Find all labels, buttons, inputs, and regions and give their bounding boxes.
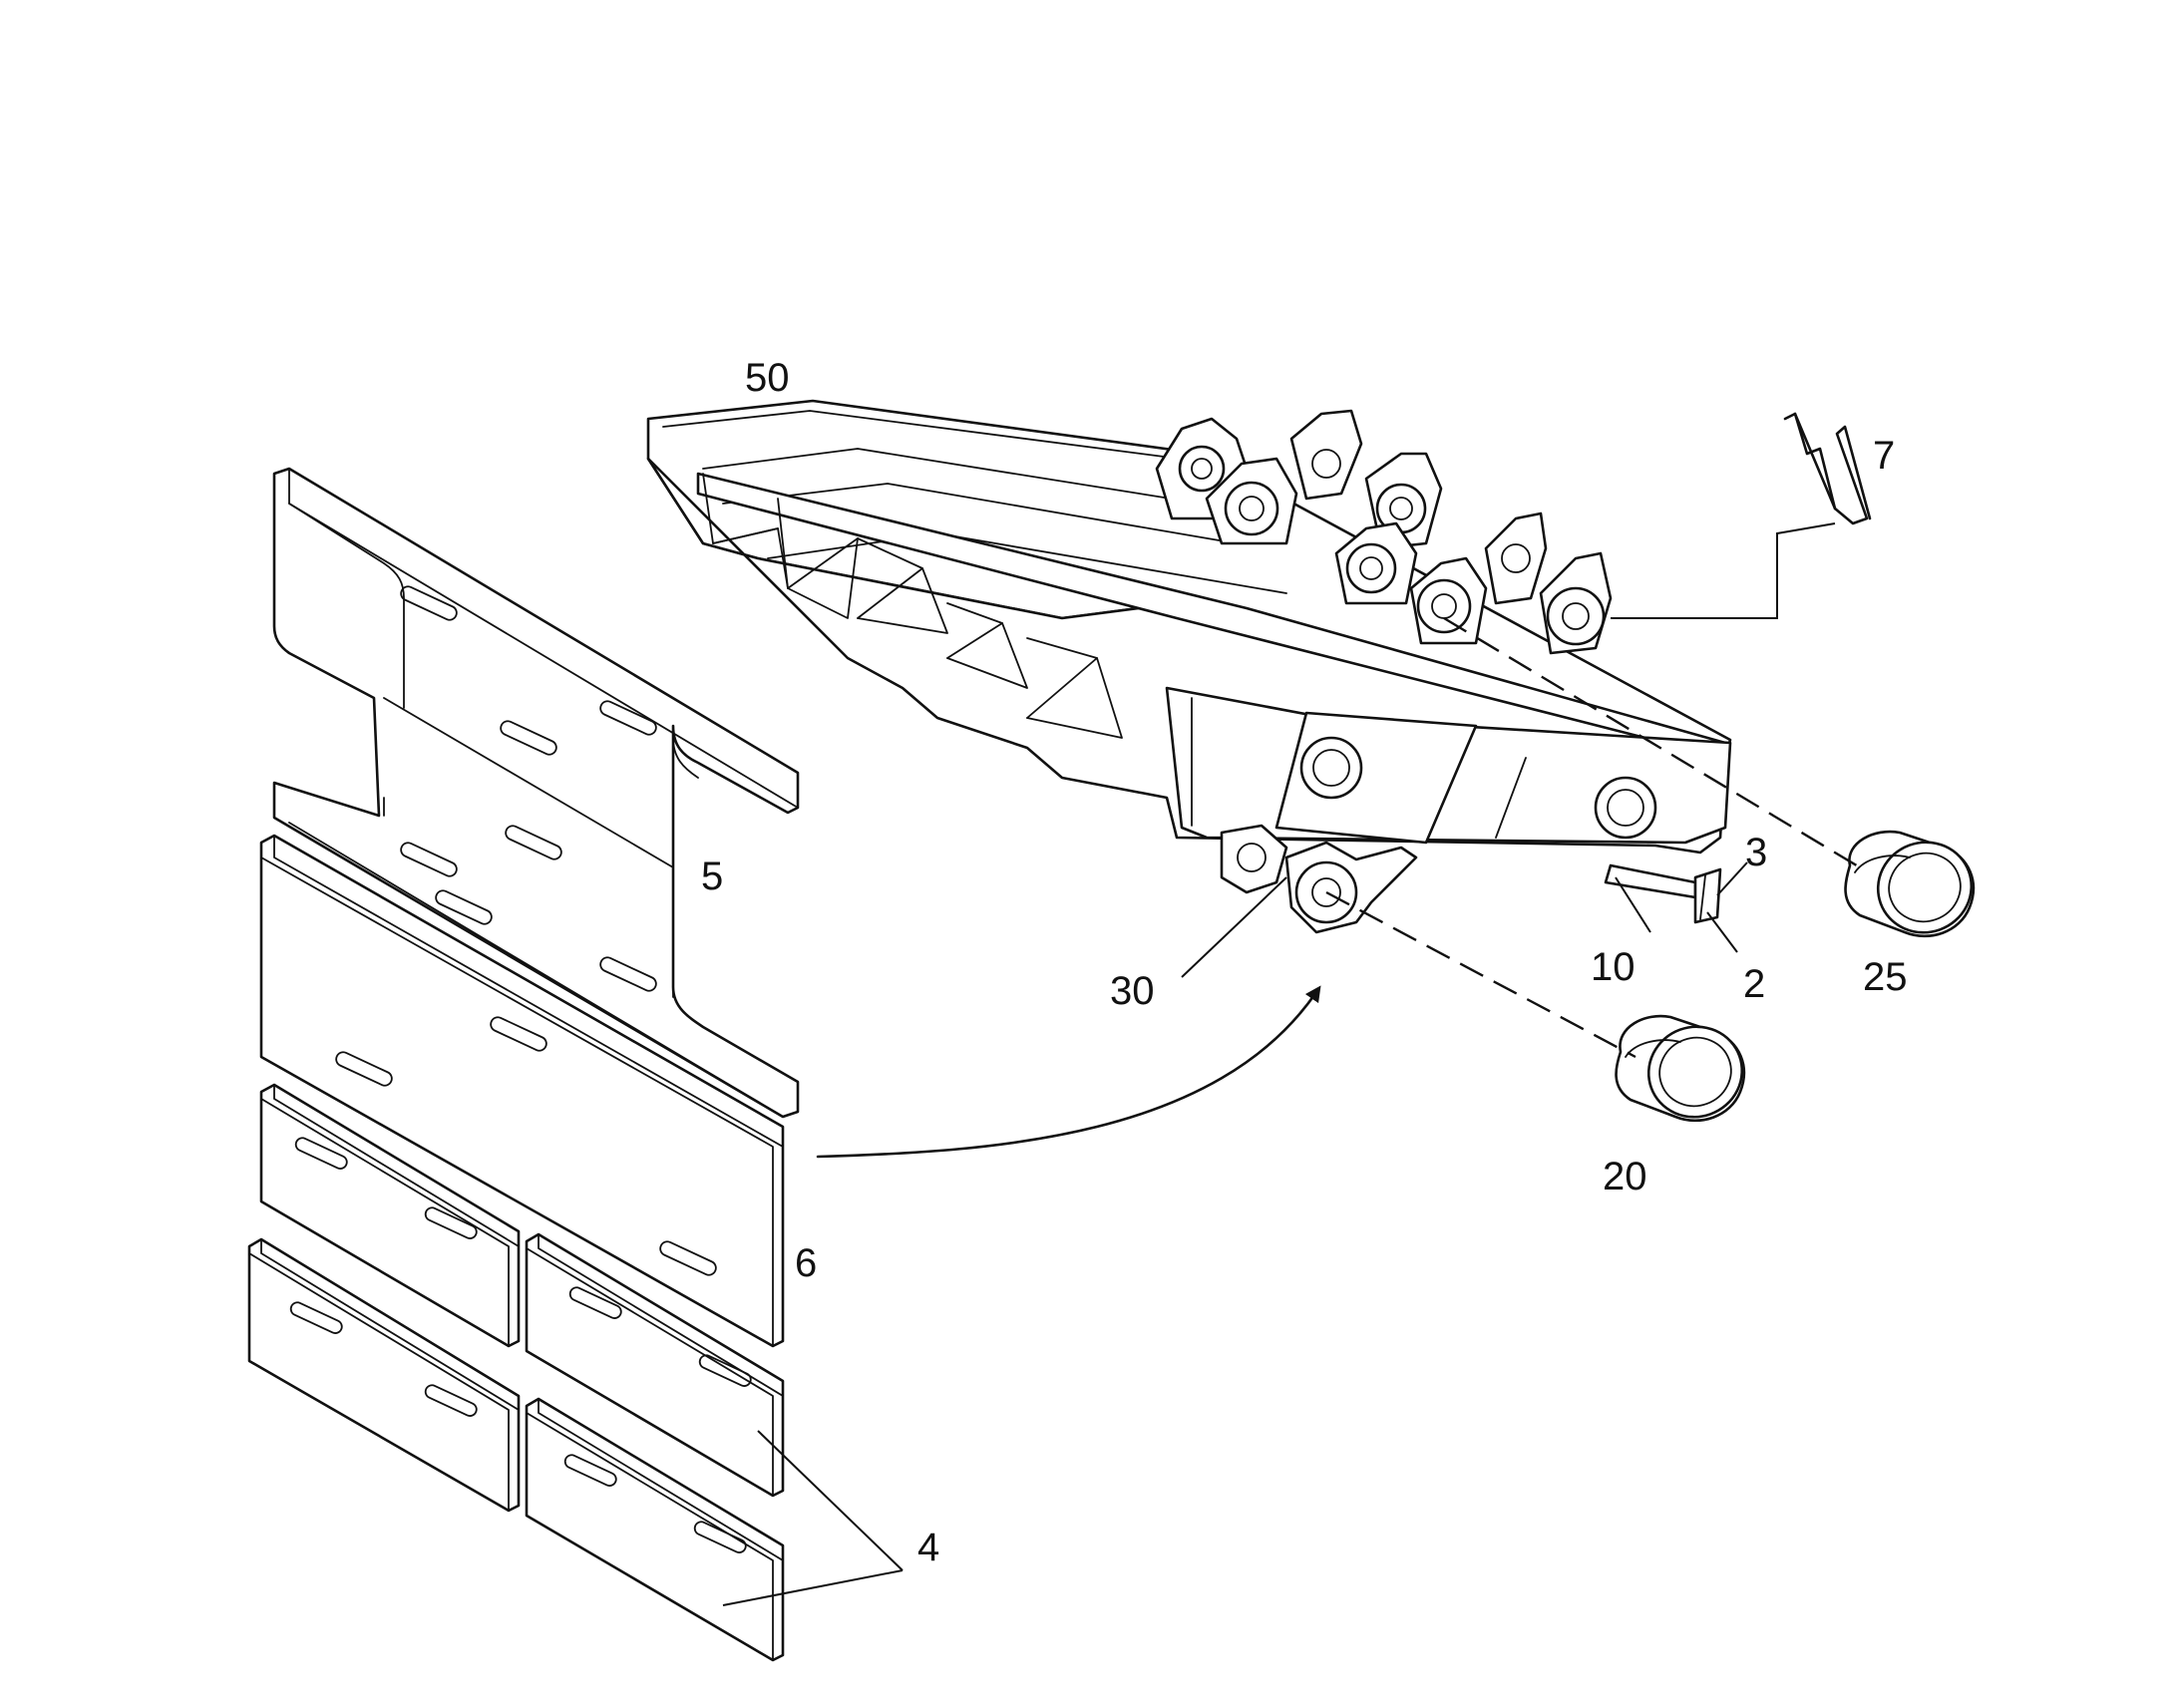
assembly-line-20 <box>1325 890 1636 1059</box>
callout-labels: 50 7 5 3 30 10 2 25 20 6 4 <box>701 356 1908 1569</box>
callout-20: 20 <box>1603 1155 1647 1198</box>
assembly-arrow <box>816 985 1321 1159</box>
callout-5: 5 <box>701 854 723 898</box>
clip-7 <box>1783 412 1872 525</box>
callout-6: 6 <box>795 1241 817 1285</box>
plates-4 <box>247 1083 785 1662</box>
callout-7: 7 <box>1873 434 1895 478</box>
leader-lines <box>722 522 1836 1606</box>
main-frame <box>646 399 1732 854</box>
callout-4: 4 <box>917 1526 939 1569</box>
callout-3: 3 <box>1745 831 1767 874</box>
bushing-25 <box>1844 830 1976 938</box>
callout-25: 25 <box>1863 955 1908 999</box>
plate-5 <box>272 467 800 1119</box>
callout-10: 10 <box>1591 945 1635 989</box>
assembly-line-25 <box>1443 616 1861 869</box>
callout-50: 50 <box>745 356 790 400</box>
callout-30: 30 <box>1110 969 1155 1013</box>
bracket-assembly <box>1604 863 1722 924</box>
mounting-lugs <box>1155 409 1613 655</box>
bushing-20 <box>1615 1014 1746 1123</box>
callout-2: 2 <box>1743 962 1765 1006</box>
plate-6 <box>259 834 785 1348</box>
